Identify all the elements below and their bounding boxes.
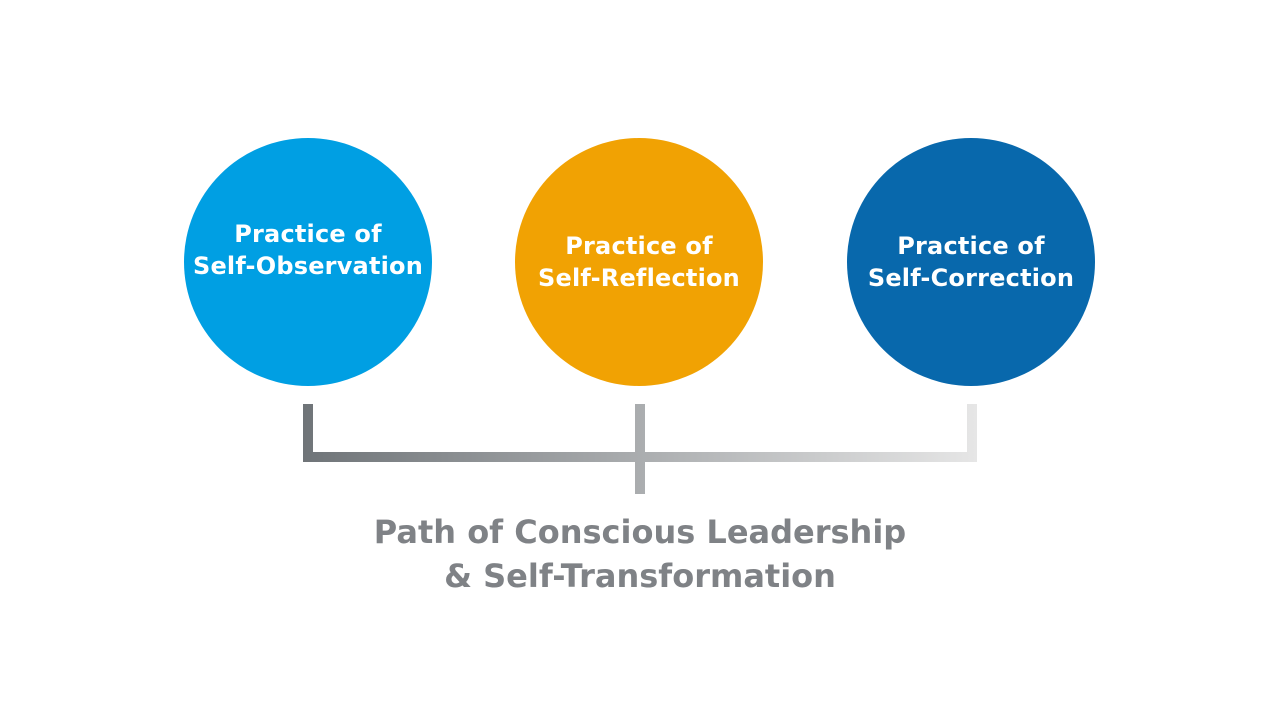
path-caption: Path of Conscious Leadership & Self-Tran…: [290, 510, 990, 598]
circle-3-line-2: Self-Correction: [867, 264, 1075, 292]
circle-3-line-1: Practice of: [897, 232, 1045, 260]
circle-2-line-1: Practice of: [565, 232, 713, 260]
self-reflection-circle: Practice of Self-Reflection: [515, 138, 763, 386]
circle-1-line-1: Practice of: [234, 220, 382, 248]
circle-2-line-2: Self-Reflection: [538, 264, 740, 292]
bracket-center-stem: [635, 404, 645, 494]
bracket-left-stem: [303, 404, 313, 462]
self-correction-circle: Practice of Self-Correction: [847, 138, 1095, 386]
self-observation-circle: Practice of Self-Observation: [184, 138, 432, 386]
caption-line-2: & Self-Transformation: [444, 557, 836, 595]
caption-line-1: Path of Conscious Leadership: [373, 513, 907, 551]
bracket-horizontal-bar: [303, 452, 977, 462]
circle-1-line-2: Self-Observation: [192, 252, 424, 280]
bracket-right-stem: [967, 404, 977, 462]
